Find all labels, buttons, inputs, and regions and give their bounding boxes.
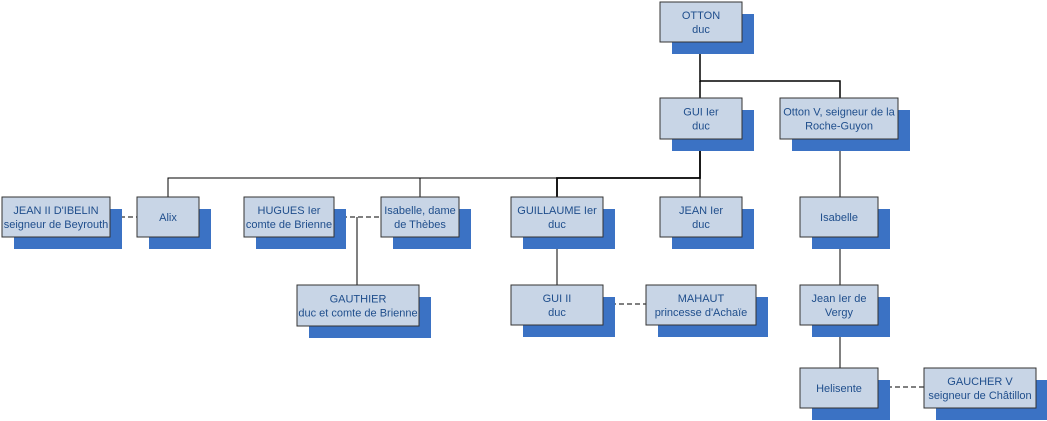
- node-box[interactable]: [659, 97, 743, 140]
- person-hugues[interactable]: HUGUES Ier comte de Brienne: [243, 196, 346, 249]
- person-line1: MAHAUT: [678, 293, 725, 305]
- node-box[interactable]: [510, 284, 604, 326]
- person-otton[interactable]: OTTON duc: [659, 1, 754, 54]
- person-line2: Roche-Guyon: [805, 121, 873, 133]
- node-box[interactable]: [659, 1, 743, 43]
- node-box[interactable]: [645, 284, 757, 326]
- person-gauthier[interactable]: GAUTHIER duc et comte de Brienne: [296, 284, 431, 338]
- connector-otton-children: [699, 42, 841, 98]
- connector-gui1-guillaume: [556, 139, 701, 197]
- person-line1: GUI Ier: [683, 107, 719, 119]
- person-isabelle[interactable]: Isabelle: [799, 196, 890, 249]
- person-gui2[interactable]: GUI II duc: [510, 284, 615, 337]
- person-line1: Isabelle, dame: [384, 205, 456, 217]
- person-helisente[interactable]: Helisente: [799, 367, 890, 420]
- person-line2: de Thèbes: [394, 219, 446, 231]
- node-box[interactable]: [510, 196, 604, 238]
- node-box[interactable]: [136, 196, 200, 238]
- person-mahaut[interactable]: MAHAUT princesse d'Achaïe: [645, 284, 768, 337]
- node-box[interactable]: [1, 196, 111, 238]
- node-box[interactable]: [923, 367, 1037, 409]
- person-line2: duc: [548, 219, 566, 231]
- person-isabelle-thebes[interactable]: Isabelle, dame de Thèbes: [380, 196, 471, 249]
- person-guillaume[interactable]: GUILLAUME Ier duc: [510, 196, 615, 249]
- person-line2: seigneur de Châtillon: [928, 390, 1031, 402]
- person-jean1[interactable]: JEAN Ier duc: [659, 196, 754, 249]
- node-box[interactable]: [296, 284, 420, 327]
- person-line1: Otton V, seigneur de la: [783, 107, 895, 119]
- person-line2: duc: [692, 24, 710, 36]
- node-box[interactable]: [779, 97, 899, 140]
- node-box[interactable]: [799, 367, 879, 409]
- person-line2: duc: [692, 121, 710, 133]
- person-line2: princesse d'Achaïe: [655, 307, 748, 319]
- person-line1: HUGUES Ier: [258, 205, 321, 217]
- person-otton5[interactable]: Otton V, seigneur de la Roche-Guyon: [779, 97, 910, 151]
- person-alix[interactable]: Alix: [136, 196, 211, 249]
- node-box[interactable]: [659, 196, 743, 238]
- person-line1: GAUTHIER: [330, 294, 387, 306]
- person-line1: GUI II: [543, 293, 572, 305]
- person-jean-ibelin[interactable]: JEAN II D'IBELIN seigneur de Beyrouth: [1, 196, 122, 249]
- node-box[interactable]: [799, 284, 879, 326]
- node-box[interactable]: [380, 196, 460, 238]
- connectors: [120, 42, 924, 388]
- person-line2: duc et comte de Brienne: [298, 308, 417, 320]
- person-line1: JEAN II D'IBELIN: [13, 205, 98, 217]
- person-line2: seigneur de Beyrouth: [4, 219, 109, 231]
- person-line2: comte de Brienne: [246, 219, 332, 231]
- person-line1: OTTON: [682, 10, 720, 22]
- person-line1: Isabelle: [820, 212, 858, 224]
- person-gaucher[interactable]: GAUCHER V seigneur de Châtillon: [923, 367, 1047, 420]
- person-gui1[interactable]: GUI Ier duc: [659, 97, 754, 151]
- person-line1: JEAN Ier: [679, 205, 723, 217]
- person-line2: duc: [692, 219, 710, 231]
- node-box[interactable]: [799, 196, 879, 238]
- connector-gui1-children: [167, 139, 701, 197]
- person-line1: GUILLAUME Ier: [517, 205, 597, 217]
- person-line2: Vergy: [825, 307, 854, 319]
- person-line2: duc: [548, 307, 566, 319]
- node-box[interactable]: [243, 196, 335, 238]
- person-jean-vergy[interactable]: Jean Ier de Vergy: [799, 284, 890, 337]
- person-line1: Helisente: [816, 383, 862, 395]
- person-line1: Jean Ier de: [811, 293, 866, 305]
- person-line1: Alix: [159, 212, 177, 224]
- person-line1: GAUCHER V: [947, 376, 1013, 388]
